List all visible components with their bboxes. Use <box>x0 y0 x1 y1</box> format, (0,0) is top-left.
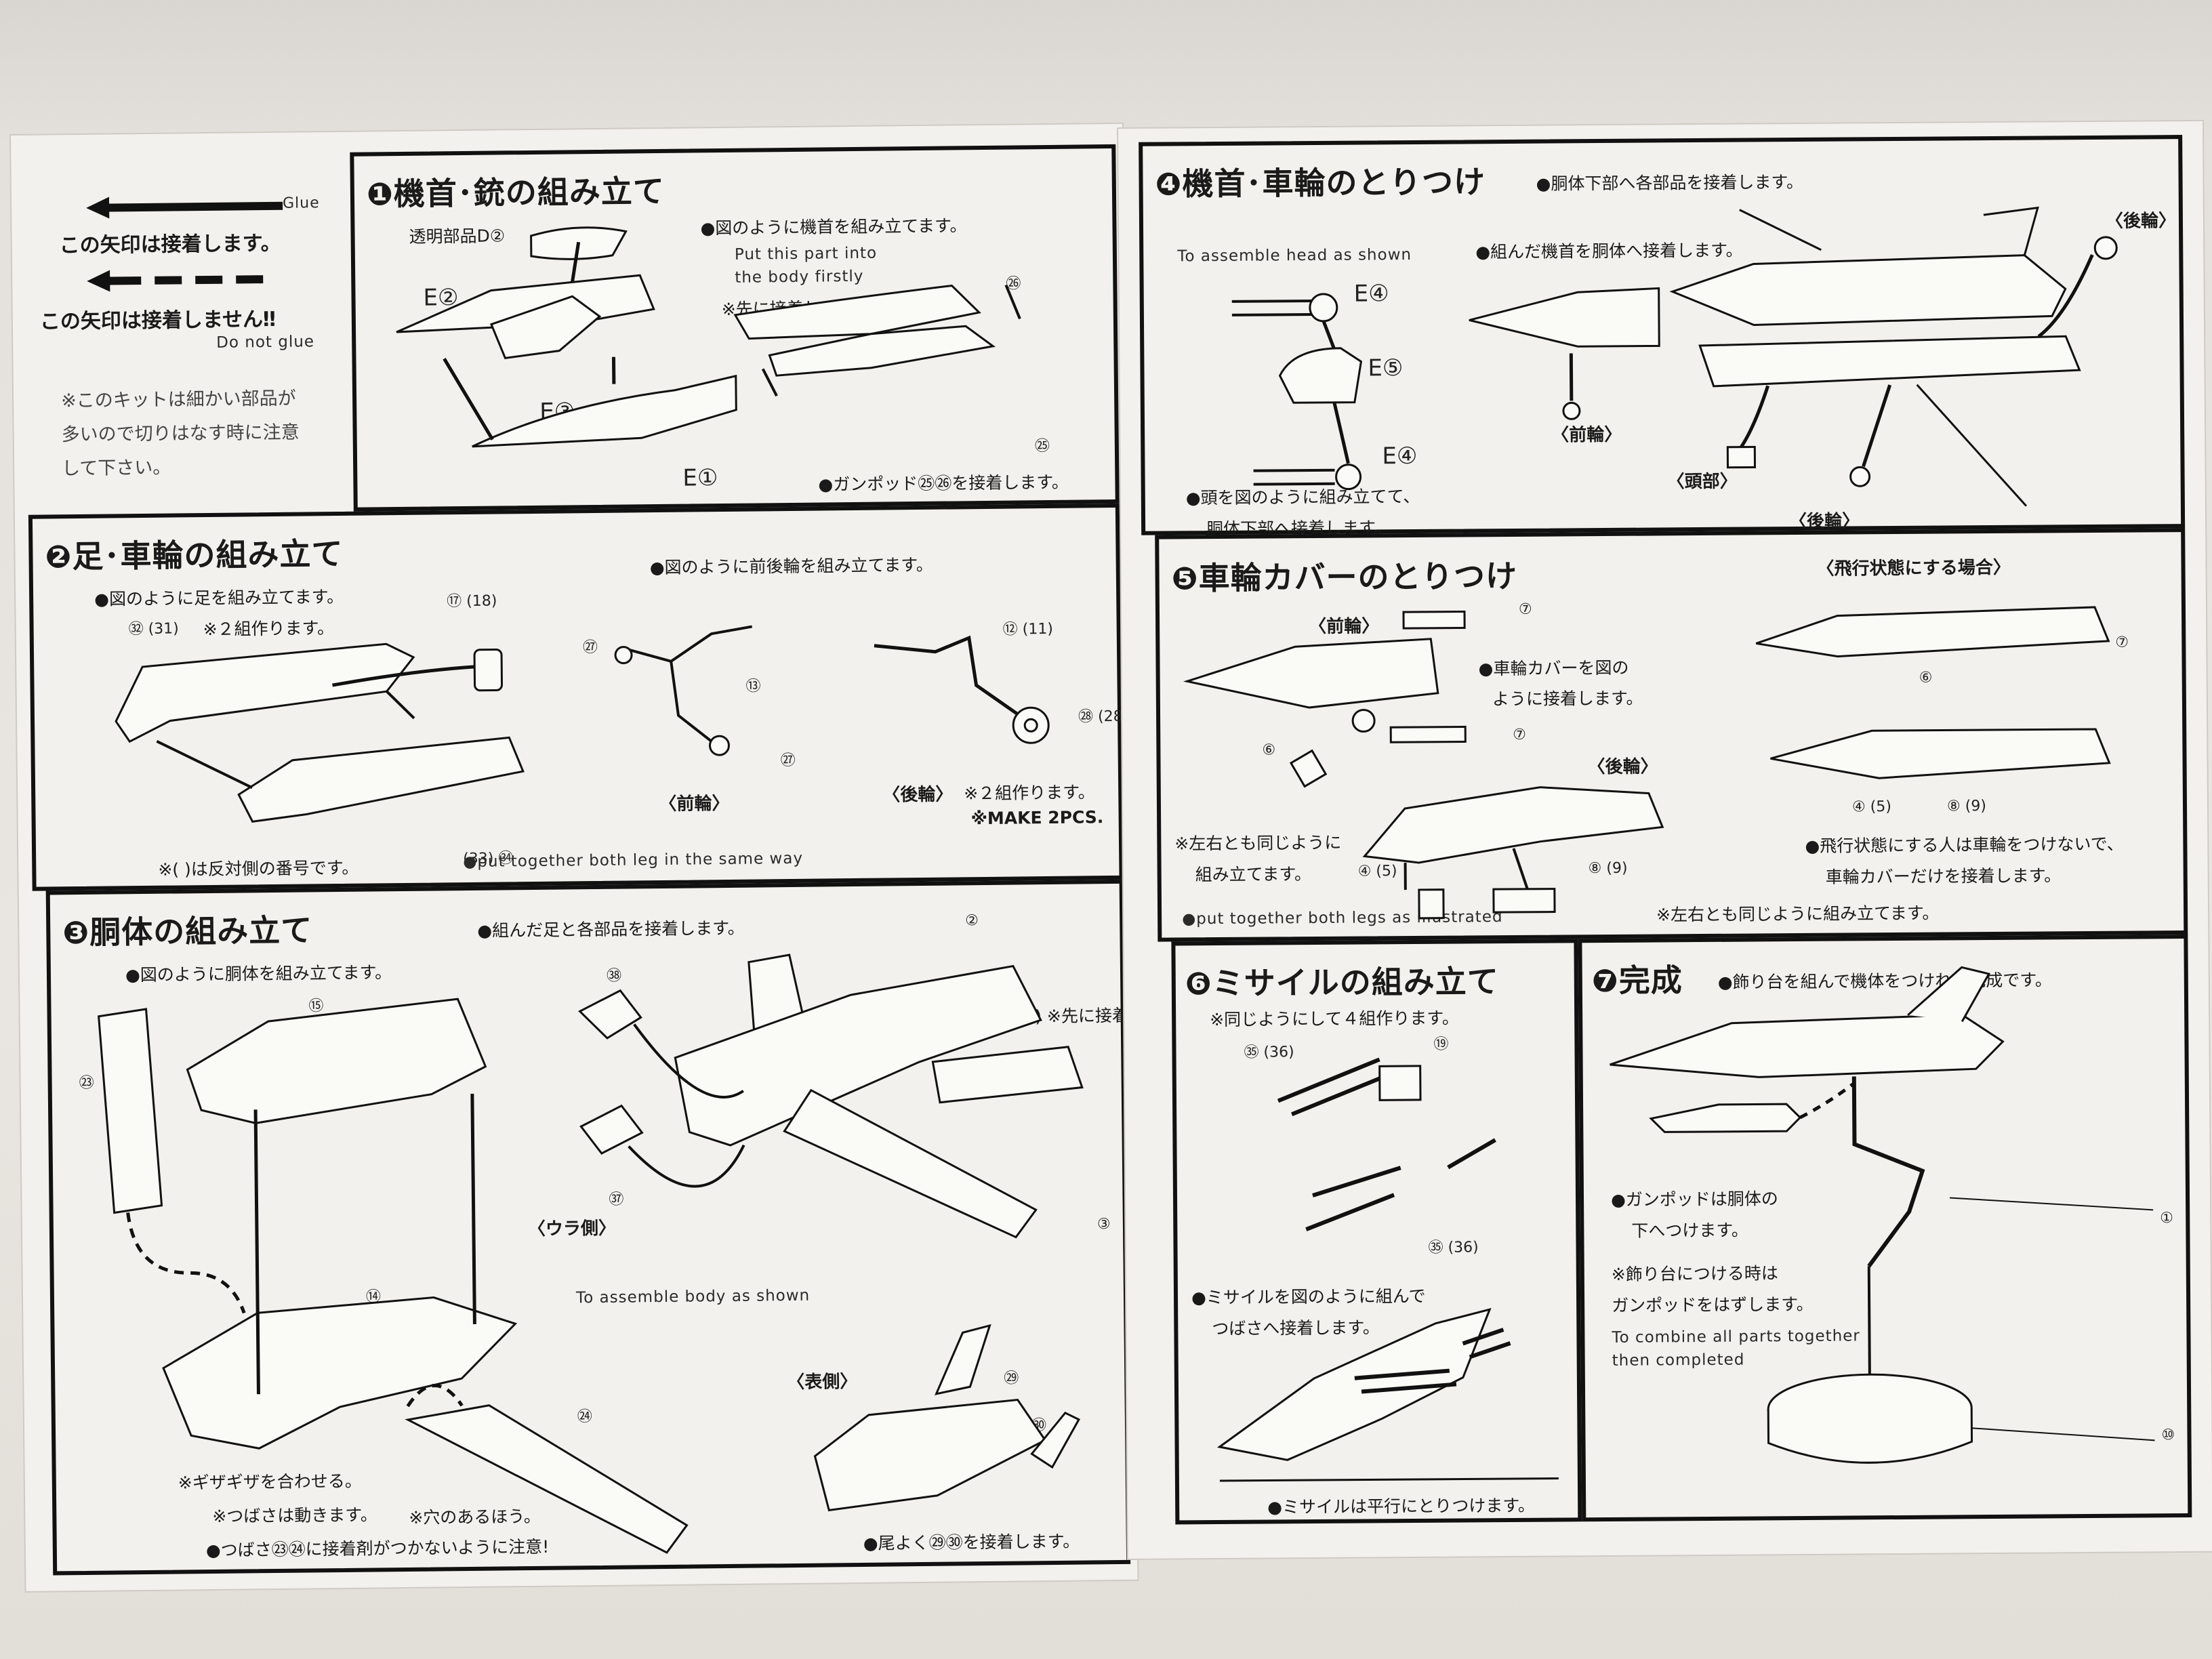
step2-leg-wheel-diagram <box>33 508 1128 895</box>
step3-body-diagram <box>50 884 1134 1580</box>
step3-panel: ❸胴体の組み立て ●図のように胴体を組み立てます。 ●組んだ足と各部品を接着しま… <box>45 879 1146 1576</box>
step5-wheel-cover-diagram <box>1159 532 2192 946</box>
step7-completed-model-diagram <box>1582 939 2196 1525</box>
parts-note-line1: ※このキットは細かい部品が <box>60 388 296 412</box>
parts-note-line3: して下さい。 <box>61 457 171 480</box>
step4-nose-wheel-diagram <box>1143 139 2189 539</box>
left-instruction-sheet: Glue この矢印は接着します。 この矢印は接着しません‼ Do not glu… <box>11 123 1146 1591</box>
no-glue-label-en: Do not glue <box>216 333 315 352</box>
step1-panel: ❶機首･銃の組み立て 透明部品D② ●図のように機首を組み立てます。 Put t… <box>350 144 1120 512</box>
no-glue-arrow-icon <box>87 270 264 292</box>
glue-arrow-icon <box>86 197 283 219</box>
step6-missile-diagram <box>1175 943 1586 1528</box>
parts-note-line2: 多いので切りはなす時に注意 <box>61 422 300 446</box>
arrow-legend: Glue この矢印は接着します。 この矢印は接着しません‼ Do not glu… <box>11 124 1122 479</box>
step5-panel: ❺車輪カバーのとりつけ 〈飛行状態にする場合〉 〈前輪〉 ●車輪カバーを図の よ… <box>1155 528 2188 942</box>
step2-panel: ❷足･車輪の組み立て ●図のように足を組み立てます。 ※２組作ります。 ●図のよ… <box>28 503 1128 891</box>
step7-panel: ❼完成 ●飾り台を組んで機体をつければ完成です。 ●ガンポッドは胴体の 下へつけ… <box>1578 935 2192 1522</box>
glue-label-en: Glue <box>282 194 320 212</box>
step4-panel: ❹機首･車輪のとりつけ ●胴体下部へ各部品を接着します。 ●組んだ機首を胴体へ接… <box>1139 135 2186 539</box>
right-instruction-sheet: ❹機首･車輪のとりつけ ●胴体下部へ各部品を接着します。 ●組んだ機首を胴体へ接… <box>1118 121 2212 1559</box>
step6-panel: ❻ミサイルの組み立て ※同じようにして４組作ります。 ㉟ (36) ⑲ ㉟ (3… <box>1171 939 1582 1525</box>
step1-nose-gun-diagram <box>354 148 1123 516</box>
glue-label-jp: この矢印は接着します。 <box>59 231 281 258</box>
no-glue-label-jp: この矢印は接着しません‼ <box>39 307 276 334</box>
